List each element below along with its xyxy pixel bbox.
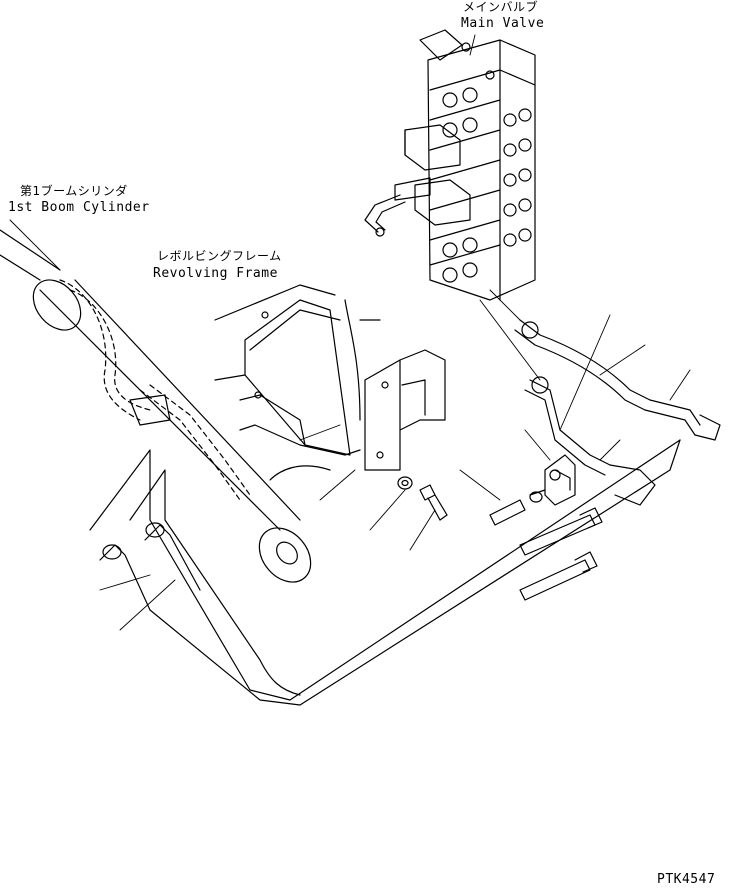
main-valve-label-en: Main Valve <box>461 16 545 31</box>
bracket-plate <box>364 349 446 471</box>
leader-lines <box>9 34 691 631</box>
valve-side-pipe <box>364 194 406 237</box>
main-valve-label-jp: メインバルブ <box>463 0 539 14</box>
drawing-number: PTK4547 <box>657 872 716 887</box>
revolving-frame-label-jp: レボルビングフレーム <box>157 249 282 263</box>
revolving-frame <box>214 284 381 481</box>
boom-cylinder <box>0 229 312 583</box>
pipe-clamp <box>544 454 576 506</box>
washer-and-bolt <box>397 476 546 526</box>
hoses <box>514 319 721 506</box>
long-hose <box>89 439 681 706</box>
fittings <box>99 507 603 611</box>
revolving-frame-label-en: Revolving Frame <box>153 266 278 281</box>
boom-cylinder-label-jp: 第1ブームシリンダ <box>20 184 128 198</box>
main-valve-block <box>394 29 536 301</box>
boom-cylinder-label-en: 1st Boom Cylinder <box>8 200 150 215</box>
